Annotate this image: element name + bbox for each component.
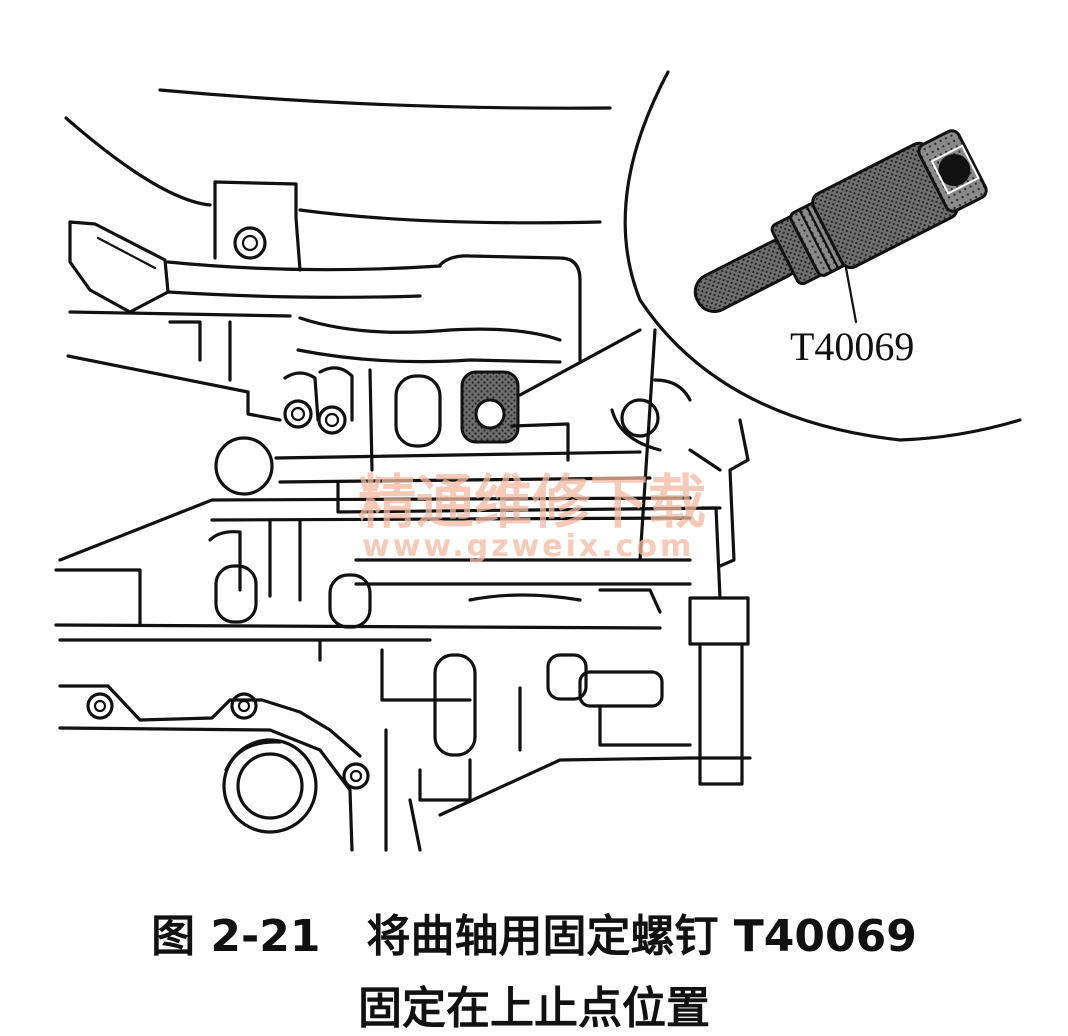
tool-number-label: T40069 <box>790 324 914 369</box>
mid-section <box>54 436 722 630</box>
crankshaft-bolt-hole <box>460 328 642 462</box>
watermark-text: 精通维修下载 <box>358 468 706 536</box>
watermark-url: www.gzweix.com <box>362 529 694 564</box>
right-side-outline <box>610 378 750 568</box>
figure-caption-line-1: 图 2-21 将曲轴用固定螺钉 T40069 <box>151 911 917 962</box>
left-cover <box>66 220 442 394</box>
top-bracket <box>213 180 302 272</box>
engine-outer-casing <box>64 88 612 225</box>
lower-block <box>58 638 692 852</box>
twin-bolts <box>283 366 354 435</box>
figure-caption-line-2: 固定在上止点位置 <box>358 983 710 1034</box>
central-housing <box>168 254 582 472</box>
crankshaft-locking-bolt-icon <box>693 129 988 313</box>
detail-zoom-circle <box>623 70 1022 442</box>
right-bracket <box>688 506 752 786</box>
